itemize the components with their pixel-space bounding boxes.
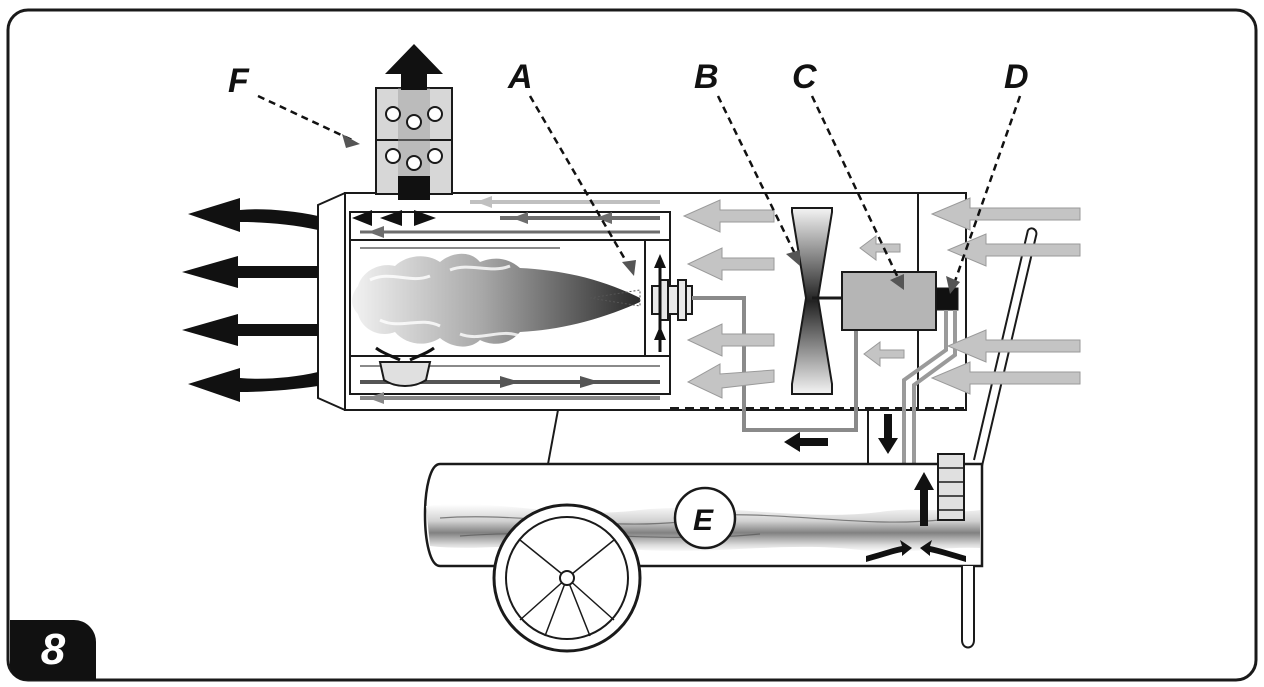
tank-support [547, 409, 559, 465]
fuel-line [692, 296, 858, 432]
leader-D [952, 95, 1022, 285]
cold-air-arrows [682, 197, 1081, 399]
deflector-arrows [375, 346, 435, 362]
label-B: B [694, 58, 719, 96]
label-E: E [693, 504, 714, 537]
leader-lines [257, 94, 1022, 285]
leader-heads [342, 134, 960, 294]
chimney-F [375, 87, 453, 200]
label-F: F [228, 62, 250, 100]
deflector-bowl [378, 361, 432, 387]
leader-B [716, 95, 798, 257]
leader-A [528, 95, 632, 269]
flame [352, 253, 641, 347]
fan-B [791, 207, 842, 395]
hot-air-arrows [182, 198, 318, 402]
rear-leg [961, 566, 975, 649]
tank-filter [937, 453, 965, 521]
label-A: A [507, 58, 533, 96]
label-C: C [792, 58, 817, 96]
wheel [492, 503, 642, 653]
fuel-filter-D [935, 287, 959, 311]
burner-nozzle-A [651, 279, 693, 321]
leader-C [810, 95, 902, 283]
fuel-flow-arrows [784, 414, 966, 562]
figure-number-badge: 8 [10, 620, 96, 680]
leader-F [257, 94, 353, 142]
fuel-pipe-up [902, 310, 948, 470]
motor-pump-C [841, 271, 937, 331]
label-D: D [1004, 58, 1029, 96]
exhaust-arrow [385, 44, 443, 90]
figure-frame [6, 8, 1258, 682]
chamber-flow-heads [352, 196, 666, 404]
